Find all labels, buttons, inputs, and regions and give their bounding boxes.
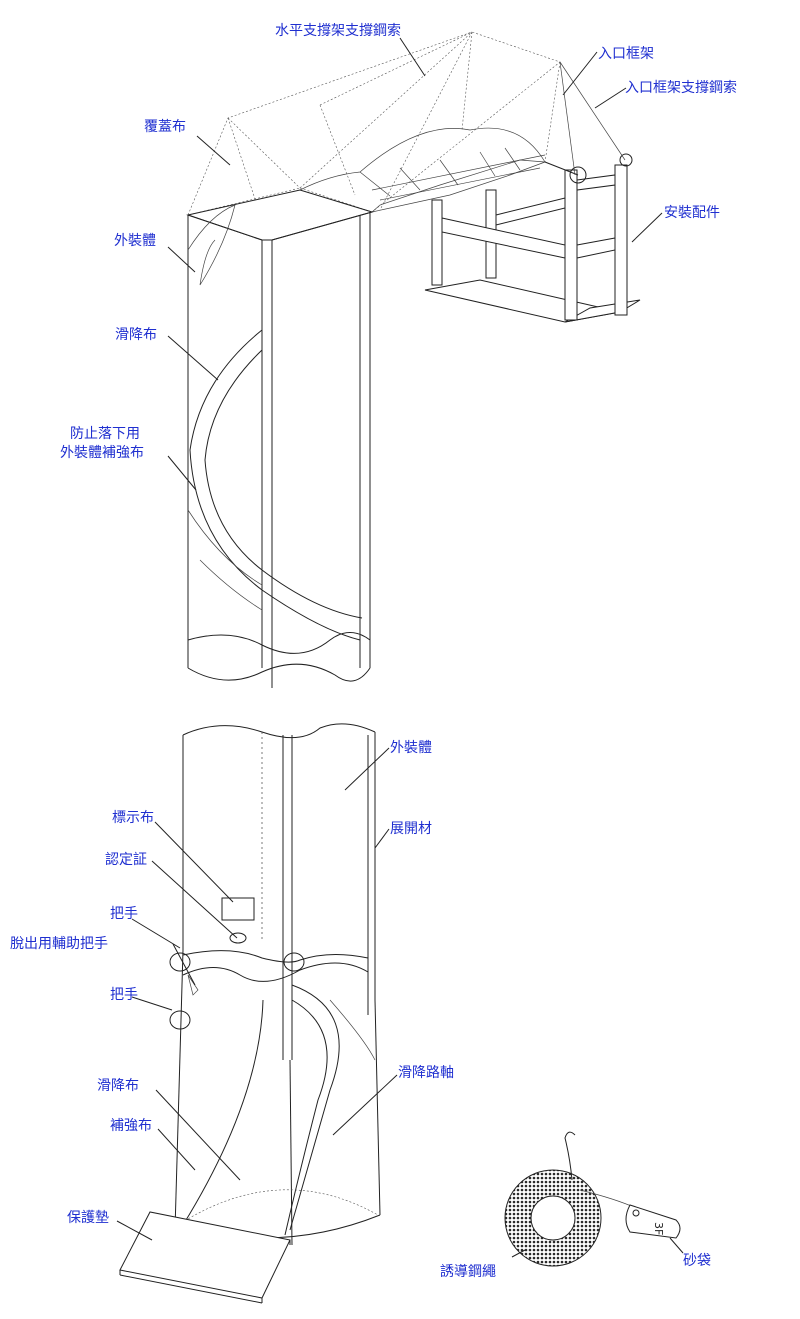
label-protect-mat: 保護墊 [67, 1210, 109, 1226]
sign-cloth-patch [221, 897, 255, 921]
label-reinforce-cloth: 補強布 [110, 1118, 152, 1134]
label-entry-frame-cable: 入口框架支撐鋼索 [625, 79, 737, 96]
label-sign-cloth: 標示布 [112, 810, 154, 826]
label-handle-lower: 把手 [110, 987, 138, 1003]
label-slide-cloth-bottom: 滑降布 [97, 1077, 139, 1094]
label-guide-rope: 誘導鋼繩 [440, 1264, 496, 1280]
label-certification: 認定証 [105, 852, 147, 868]
label-outer-body-bottom: 外裝體 [390, 740, 432, 756]
handle-upper-loop [169, 952, 191, 972]
sandbag-tag: 3F [652, 1222, 665, 1235]
label-cover-cloth: 覆蓋布 [144, 119, 186, 135]
entry-frame-stand [424, 153, 641, 323]
labels: 水平支撐架支撐鋼索 入口框架 入口框架支撐鋼索 覆蓋布 外裝體 安裝配件 滑降布… [10, 22, 737, 1280]
label-slide-cloth-top: 滑降布 [115, 326, 157, 343]
label-slide-axis: 滑降路軸 [398, 1064, 454, 1081]
top-assembly [186, 31, 641, 688]
guide-rope-coil [504, 1131, 641, 1267]
handle-lower-loop [169, 1010, 191, 1030]
label-handle-upper: 把手 [110, 906, 138, 922]
label-fall-prevention-2: 外裝體補強布 [60, 445, 144, 461]
handle-right-loop [283, 952, 305, 972]
label-fall-prevention-1: 防止落下用 [70, 426, 140, 442]
leader-lines [116, 37, 684, 1258]
label-escape-aux-handle: 脫出用輔助把手 [10, 936, 108, 952]
label-install-fittings: 安裝配件 [664, 205, 720, 221]
label-horizontal-frame-cable: 水平支撐架支撐鋼索 [275, 22, 401, 39]
protective-mat [119, 1211, 291, 1299]
aux-handle-tab [187, 974, 199, 996]
label-deploy-material: 展開材 [390, 821, 432, 837]
label-entry-frame: 入口框架 [598, 46, 654, 62]
bottom-assembly [119, 723, 381, 1304]
chute-column-upper [186, 189, 374, 688]
sandbag: 3F [625, 1204, 681, 1239]
label-outer-body-top: 外裝體 [114, 233, 156, 249]
label-sandbag: 砂袋 [683, 1253, 711, 1269]
